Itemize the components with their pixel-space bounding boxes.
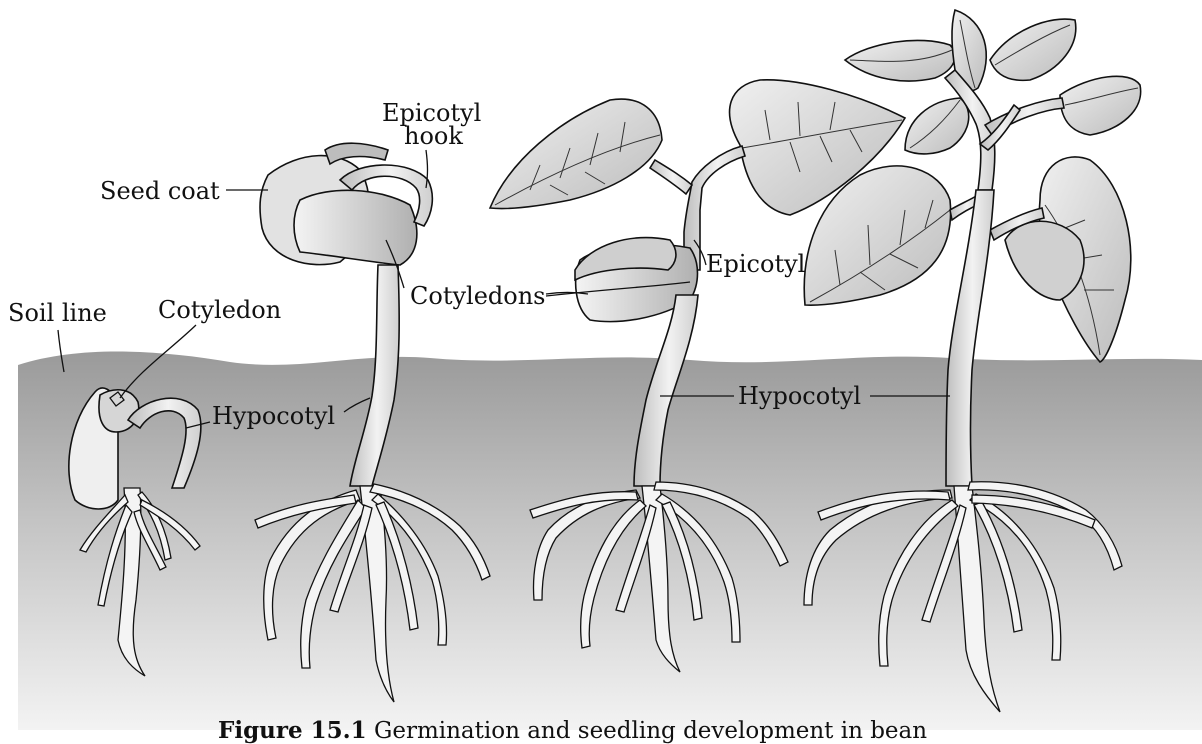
label-seed-coat: Seed coat <box>100 177 220 205</box>
leaf-stage-4-lower-right <box>1005 221 1084 300</box>
leaf-stage-3-left <box>490 99 662 208</box>
label-epicotyl-hook-line2: hook <box>404 122 463 150</box>
label-epicotyl: Epicotyl <box>706 250 805 278</box>
leaf-stage-4-upper-right <box>1060 76 1141 135</box>
label-hypocotyl-3: Hypocotyl <box>738 382 861 410</box>
label-cotyledon: Cotyledon <box>158 296 281 324</box>
cotyledons-stage-2 <box>294 190 417 265</box>
label-soil-line: Soil line <box>8 299 107 327</box>
caption-text: Germination and seedling development in … <box>367 718 928 744</box>
label-cotyledons: Cotyledons <box>410 282 545 310</box>
caption-number: Figure 15.1 <box>218 717 367 744</box>
figure-caption: Figure 15.1 Germination and seedling dev… <box>218 717 927 744</box>
label-hypocotyl-1: Hypocotyl <box>212 402 335 430</box>
